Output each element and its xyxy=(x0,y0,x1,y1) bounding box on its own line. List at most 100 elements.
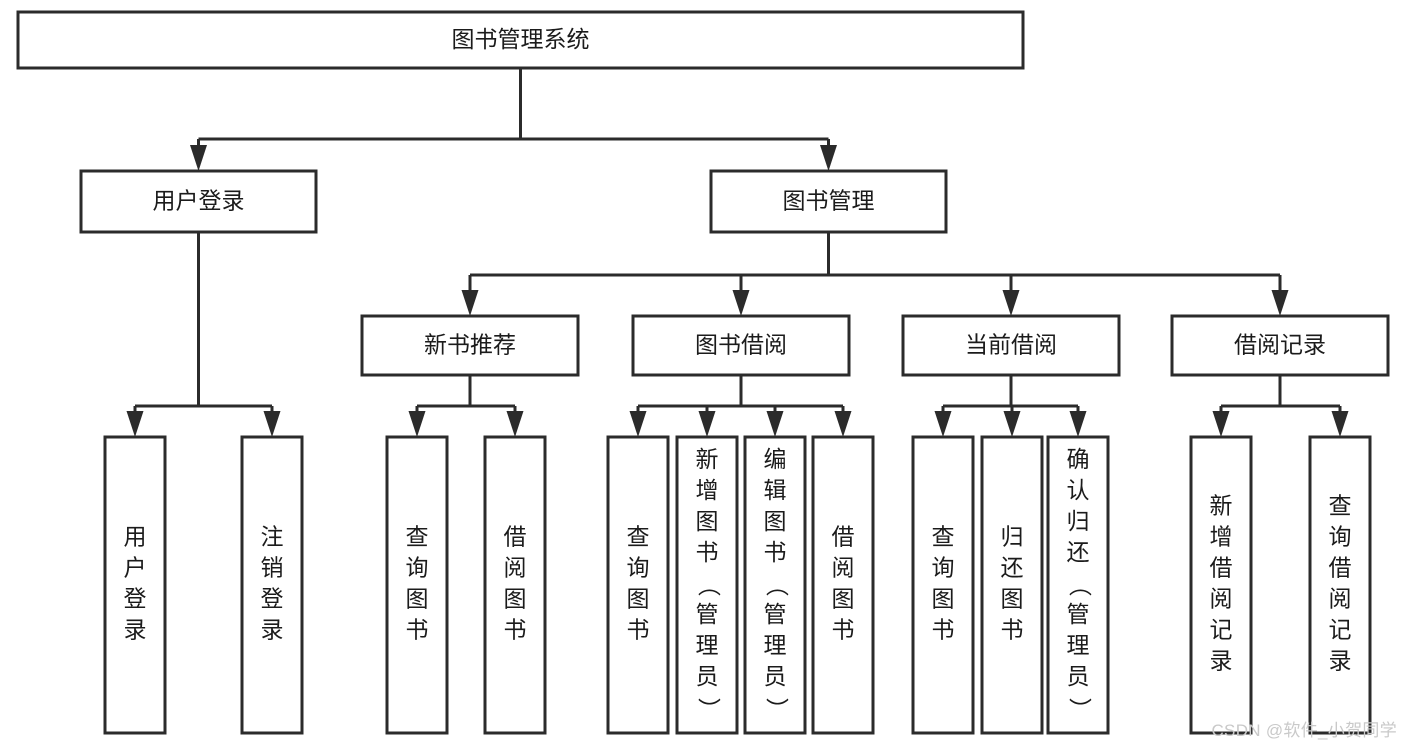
node-box[interactable] xyxy=(16,10,1025,70)
node-box[interactable] xyxy=(980,435,1044,735)
node-label-char: 借 xyxy=(504,524,527,550)
node-box[interactable] xyxy=(240,435,304,735)
node-label: 借阅记录 xyxy=(1234,332,1326,358)
node-box[interactable] xyxy=(385,435,449,735)
node-label-char: 借 xyxy=(832,524,855,550)
node-leaf3[interactable]: 查询图书查询图书 xyxy=(385,435,449,735)
node-label-char: 新 xyxy=(1210,493,1233,519)
node-box[interactable] xyxy=(1189,435,1253,735)
arrow-head-icon xyxy=(1003,411,1021,437)
node-leaf1[interactable]: 用户登录用户登录 xyxy=(103,435,167,735)
node-box[interactable] xyxy=(1046,435,1110,735)
node-box[interactable] xyxy=(743,435,807,735)
arrow-head-icon xyxy=(461,290,479,316)
node-label-char: （ xyxy=(764,574,790,597)
node-root[interactable]: 图书管理系统 xyxy=(16,10,1025,70)
node-label-char: 理 xyxy=(764,632,787,658)
node-label-char: 书 xyxy=(764,539,787,565)
node-l2a[interactable]: 新书推荐 xyxy=(360,314,580,377)
arrow-head-icon xyxy=(732,290,750,316)
node-l2d[interactable]: 借阅记录 xyxy=(1170,314,1390,377)
node-box[interactable] xyxy=(675,435,739,735)
node-label-char: 员 xyxy=(696,663,719,689)
node-box[interactable] xyxy=(1170,314,1390,377)
node-label-char: 阅 xyxy=(832,555,855,581)
node-label-char: 辑 xyxy=(764,477,787,503)
node-leaf10[interactable]: 归还图书归还图书 xyxy=(980,435,1044,735)
node-label-char: 询 xyxy=(406,555,429,581)
node-label-char: 图 xyxy=(1001,586,1024,612)
node-label-char: （ xyxy=(1067,574,1093,597)
node-label-char: 还 xyxy=(1067,539,1090,565)
node-l2c[interactable]: 当前借阅 xyxy=(901,314,1121,377)
node-leaf13[interactable]: 查询借阅记录查询借阅记录 xyxy=(1308,435,1372,735)
node-box[interactable] xyxy=(103,435,167,735)
arrow-head-icon xyxy=(820,145,837,171)
node-label-char: 确 xyxy=(1067,446,1090,472)
node-label-char: 还 xyxy=(1001,555,1024,581)
node-label-char: ） xyxy=(764,698,790,721)
arrow-head-icon xyxy=(408,411,426,437)
arrow-head-icon xyxy=(629,411,647,437)
node-l2b[interactable]: 图书借阅 xyxy=(631,314,851,377)
node-label-char: 查 xyxy=(932,524,955,550)
node-leaf2[interactable]: 注销登录注销登录 xyxy=(240,435,304,735)
node-label: 图书管理系统 xyxy=(452,26,590,52)
node-box[interactable] xyxy=(911,435,975,735)
arrow-head-icon xyxy=(1212,411,1230,437)
node-label: 用户登录 xyxy=(153,188,245,214)
node-label-char: 图 xyxy=(627,586,650,612)
node-label-char: 阅 xyxy=(504,555,527,581)
arrow-head-icon xyxy=(834,411,852,437)
node-l1a[interactable]: 用户登录 xyxy=(79,169,318,234)
node-label-char: 书 xyxy=(696,539,719,565)
node-label-char: 员 xyxy=(1067,663,1090,689)
node-label-char: 书 xyxy=(1001,617,1024,643)
node-leaf9[interactable]: 查询图书查询图书 xyxy=(911,435,975,735)
node-label-char: 阅 xyxy=(1210,586,1233,612)
node-leaf8[interactable]: 借阅图书借阅图书 xyxy=(811,435,875,735)
node-label-char: 增 xyxy=(696,477,719,503)
node-label-char: 录 xyxy=(261,617,284,643)
node-box[interactable] xyxy=(811,435,875,735)
arrow-head-icon xyxy=(934,411,952,437)
arrow-head-icon xyxy=(1271,290,1289,316)
node-label-char: 管 xyxy=(764,601,787,627)
node-label-char: 登 xyxy=(261,586,284,612)
node-label-char: 阅 xyxy=(1329,586,1352,612)
node-label-char: 登 xyxy=(124,586,147,612)
node-box[interactable] xyxy=(709,169,948,234)
node-label-char: 询 xyxy=(627,555,650,581)
node-label-char: 员 xyxy=(764,663,787,689)
node-label-char: 书 xyxy=(406,617,429,643)
node-label-char: 认 xyxy=(1067,477,1090,503)
node-label-char: 书 xyxy=(627,617,650,643)
node-label-char: 书 xyxy=(932,617,955,643)
node-label-char: 查 xyxy=(406,524,429,550)
node-box[interactable] xyxy=(901,314,1121,377)
node-label-char: 图 xyxy=(832,586,855,612)
node-leaf5[interactable]: 查询图书查询图书 xyxy=(606,435,670,735)
node-label: 图书管理 xyxy=(783,188,875,214)
node-box[interactable] xyxy=(606,435,670,735)
node-label-char: 理 xyxy=(1067,632,1090,658)
node-label-char: 图 xyxy=(932,586,955,612)
node-box[interactable] xyxy=(1308,435,1372,735)
node-label-char: 归 xyxy=(1067,508,1090,534)
node-leaf12[interactable]: 新增借阅记录新增借阅记录 xyxy=(1189,435,1253,735)
node-label-char: 录 xyxy=(1210,648,1233,674)
node-box[interactable] xyxy=(483,435,547,735)
arrow-head-icon xyxy=(1002,290,1020,316)
node-box[interactable] xyxy=(360,314,580,377)
node-label-char: 归 xyxy=(1001,524,1024,550)
node-label: 新书推荐 xyxy=(424,332,516,358)
node-l1b[interactable]: 图书管理 xyxy=(709,169,948,234)
node-box[interactable] xyxy=(79,169,318,234)
node-box[interactable] xyxy=(631,314,851,377)
node-label-char: 借 xyxy=(1210,555,1233,581)
node-label-char: 录 xyxy=(1329,648,1352,674)
node-leaf4[interactable]: 借阅图书借阅图书 xyxy=(483,435,547,735)
